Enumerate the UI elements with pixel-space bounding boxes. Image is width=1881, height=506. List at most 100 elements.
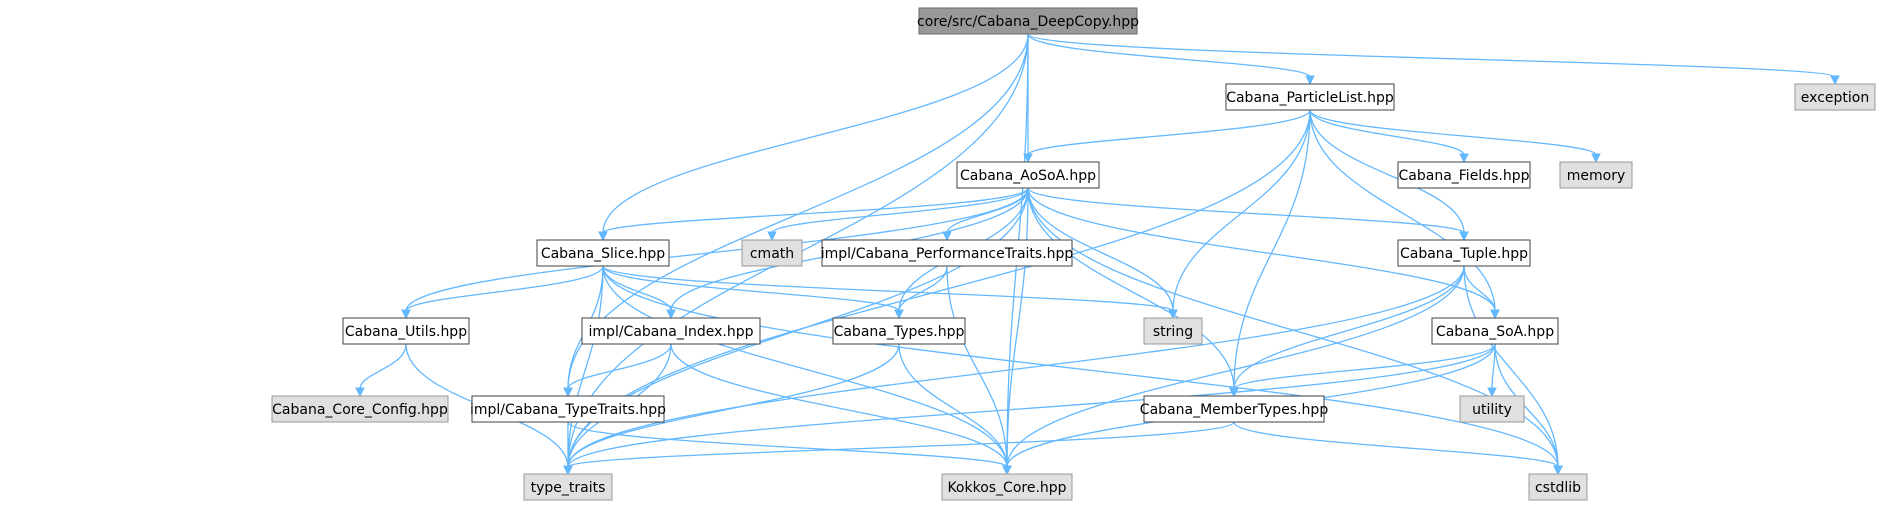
arrowhead (1487, 387, 1497, 398)
edge-slice-to-cstdlib (602, 265, 1563, 476)
node-label: Cabana_AoSoA.hpp (960, 168, 1096, 184)
edge-deepcopy-to-particlelist (1027, 33, 1315, 86)
arrowhead (1830, 75, 1840, 86)
node-perftraits[interactable]: impl/Cabana_PerformanceTraits.hpp (821, 239, 1074, 267)
arrowhead (942, 231, 952, 242)
arrowhead (1305, 75, 1315, 86)
node-label: utility (1472, 402, 1512, 418)
node-box (1397, 161, 1531, 189)
node-box (1397, 239, 1531, 267)
node-box (956, 161, 1100, 189)
node-fields[interactable]: Cabana_Fields.hpp (1397, 161, 1531, 189)
node-box (523, 473, 613, 501)
node-label: Cabana_Utils.hpp (345, 324, 467, 340)
node-box (832, 317, 966, 345)
node-label: Cabana_Tuple.hpp (1400, 246, 1528, 262)
node-label: Kokkos_Core.hpp (947, 480, 1066, 496)
node-deepcopy[interactable]: core/src/Cabana_DeepCopy.hpp (917, 7, 1139, 35)
node-tuple[interactable]: Cabana_Tuple.hpp (1397, 239, 1531, 267)
edge-aosoa-to-slice (598, 187, 1029, 242)
node-box (1528, 473, 1588, 501)
edge-aosoa-to-perftraits (942, 187, 1029, 242)
edge-perftraits-to-types (894, 265, 948, 320)
node-string: string (1143, 317, 1203, 345)
arrowhead (666, 309, 676, 320)
node-box (741, 239, 803, 267)
edge-slice-to-utils (401, 265, 604, 320)
node-label: core/src/Cabana_DeepCopy.hpp (917, 14, 1139, 30)
node-box (1225, 83, 1395, 111)
arrowhead (598, 231, 608, 242)
arrowhead (1591, 153, 1601, 164)
edge-utils-to-coreconfig (355, 343, 407, 398)
arrowhead (894, 309, 904, 320)
arrowhead (1553, 465, 1563, 476)
node-kokkos: Kokkos_Core.hpp (941, 473, 1073, 501)
edge-deepcopy-to-exception (1027, 33, 1840, 86)
arrowhead (767, 231, 777, 242)
edge-particlelist-to-aosoa (1023, 109, 1311, 164)
node-soa[interactable]: Cabana_SoA.hpp (1431, 317, 1559, 345)
arrowhead (563, 387, 573, 398)
node-box (1459, 395, 1525, 423)
nodes-layer: core/src/Cabana_DeepCopy.hppCabana_Parti… (271, 7, 1876, 501)
node-particlelist[interactable]: Cabana_ParticleList.hpp (1225, 83, 1395, 111)
edge-particlelist-to-memory (1309, 109, 1601, 164)
arrowhead (1002, 465, 1012, 476)
arrowhead (563, 465, 573, 476)
node-box (1559, 161, 1633, 189)
node-cstdlib: cstdlib (1528, 473, 1588, 501)
node-typetraits: type_traits (523, 473, 613, 501)
node-types[interactable]: Cabana_Types.hpp (832, 317, 966, 345)
edge-tuple-to-cstdlib (1463, 265, 1563, 476)
arrowhead (1490, 309, 1500, 320)
node-label: impl/Cabana_PerformanceTraits.hpp (821, 246, 1074, 262)
arrowhead (355, 387, 365, 398)
node-label: cstdlib (1535, 480, 1581, 496)
node-box (342, 317, 470, 345)
node-typetraitsimpl[interactable]: impl/Cabana_TypeTraits.hpp (470, 395, 666, 423)
edge-particlelist-to-fields (1309, 109, 1469, 164)
node-box (918, 7, 1138, 35)
edge-index-to-typetraitsimpl (563, 343, 672, 398)
node-label: Cabana_Fields.hpp (1399, 168, 1530, 184)
node-label: Cabana_ParticleList.hpp (1226, 90, 1394, 106)
node-box (271, 395, 449, 423)
node-label: Cabana_Core_Config.hpp (272, 402, 448, 418)
node-exception: exception (1794, 83, 1876, 111)
edge-tuple-to-membertypes (1229, 265, 1465, 398)
node-aosoa[interactable]: Cabana_AoSoA.hpp (956, 161, 1100, 189)
node-label: memory (1567, 168, 1626, 184)
node-coreconfig: Cabana_Core_Config.hpp (271, 395, 449, 423)
node-memory: memory (1559, 161, 1633, 189)
arrowhead (1459, 153, 1469, 164)
edge-slice-to-string (602, 265, 1178, 320)
edge-soa-to-membertypes (1229, 343, 1496, 398)
arrowhead (1459, 231, 1469, 242)
node-label: cmath (750, 246, 794, 262)
node-box (821, 239, 1073, 267)
node-box (1143, 317, 1203, 345)
node-utility: utility (1459, 395, 1525, 423)
node-index[interactable]: impl/Cabana_Index.hpp (581, 317, 761, 345)
node-box (581, 317, 761, 345)
node-box (1431, 317, 1559, 345)
node-slice[interactable]: Cabana_Slice.hpp (536, 239, 670, 267)
node-utils[interactable]: Cabana_Utils.hpp (342, 317, 470, 345)
node-membertypes[interactable]: Cabana_MemberTypes.hpp (1140, 395, 1329, 423)
edge-deepcopy-to-slice (598, 33, 1029, 242)
edge-membertypes-to-typetraits (563, 421, 1235, 476)
node-label: type_traits (531, 480, 606, 496)
node-box (536, 239, 670, 267)
node-box (941, 473, 1073, 501)
node-label: Cabana_Slice.hpp (541, 246, 665, 262)
node-label: Cabana_SoA.hpp (1436, 324, 1554, 340)
edge-tuple-to-kokkos (1002, 265, 1465, 476)
node-label: exception (1801, 90, 1869, 106)
node-label: impl/Cabana_TypeTraits.hpp (470, 402, 666, 418)
node-box (1794, 83, 1876, 111)
edge-typetraitsimpl-to-kokkos (567, 421, 1012, 476)
node-label: Cabana_MemberTypes.hpp (1140, 402, 1329, 418)
node-label: Cabana_Types.hpp (834, 324, 965, 340)
